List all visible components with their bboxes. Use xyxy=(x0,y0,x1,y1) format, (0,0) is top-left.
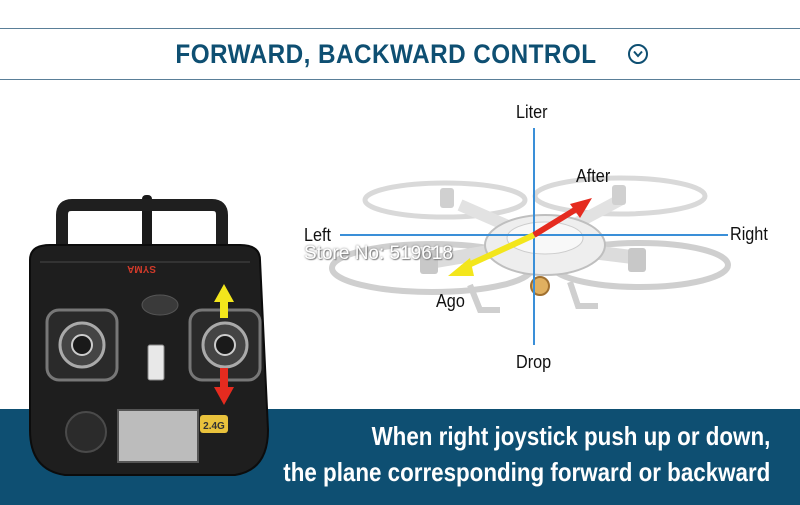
backward-arrow-head xyxy=(448,258,474,276)
trim-dpad[interactable] xyxy=(65,411,107,453)
lcd-screen xyxy=(117,409,199,463)
remote-brand-logo: SYMA xyxy=(127,263,156,274)
caption-block: When right joystick push up or down, the… xyxy=(283,418,770,490)
store-watermark: Store No: 519618 xyxy=(304,243,453,264)
push-down-arrow-icon xyxy=(214,368,234,405)
quadcopter-drone-image xyxy=(329,175,731,313)
label-after: After xyxy=(576,166,611,186)
band-sticker: 2.4G xyxy=(203,421,225,432)
label-liter: Liter xyxy=(516,102,548,122)
section-title: FORWARD, BACKWARD CONTROL xyxy=(175,38,597,69)
backward-arrow-shaft xyxy=(460,232,536,271)
label-ago: Ago xyxy=(436,291,465,311)
push-up-arrow-icon xyxy=(214,284,234,318)
label-right: Right xyxy=(730,224,768,244)
chevron-down-circle-icon[interactable] xyxy=(627,44,648,64)
caption-line-2: the plane corresponding forward or backw… xyxy=(282,457,770,487)
caption-line-1: When right joystick push up or down, xyxy=(371,421,770,451)
forward-arrow-head xyxy=(570,198,592,218)
label-left: Left xyxy=(304,225,332,245)
label-drop: Drop xyxy=(516,352,552,372)
forward-arrow-shaft xyxy=(532,205,580,238)
power-switch[interactable] xyxy=(147,344,165,381)
section-header: FORWARD, BACKWARD CONTROL xyxy=(0,28,800,80)
